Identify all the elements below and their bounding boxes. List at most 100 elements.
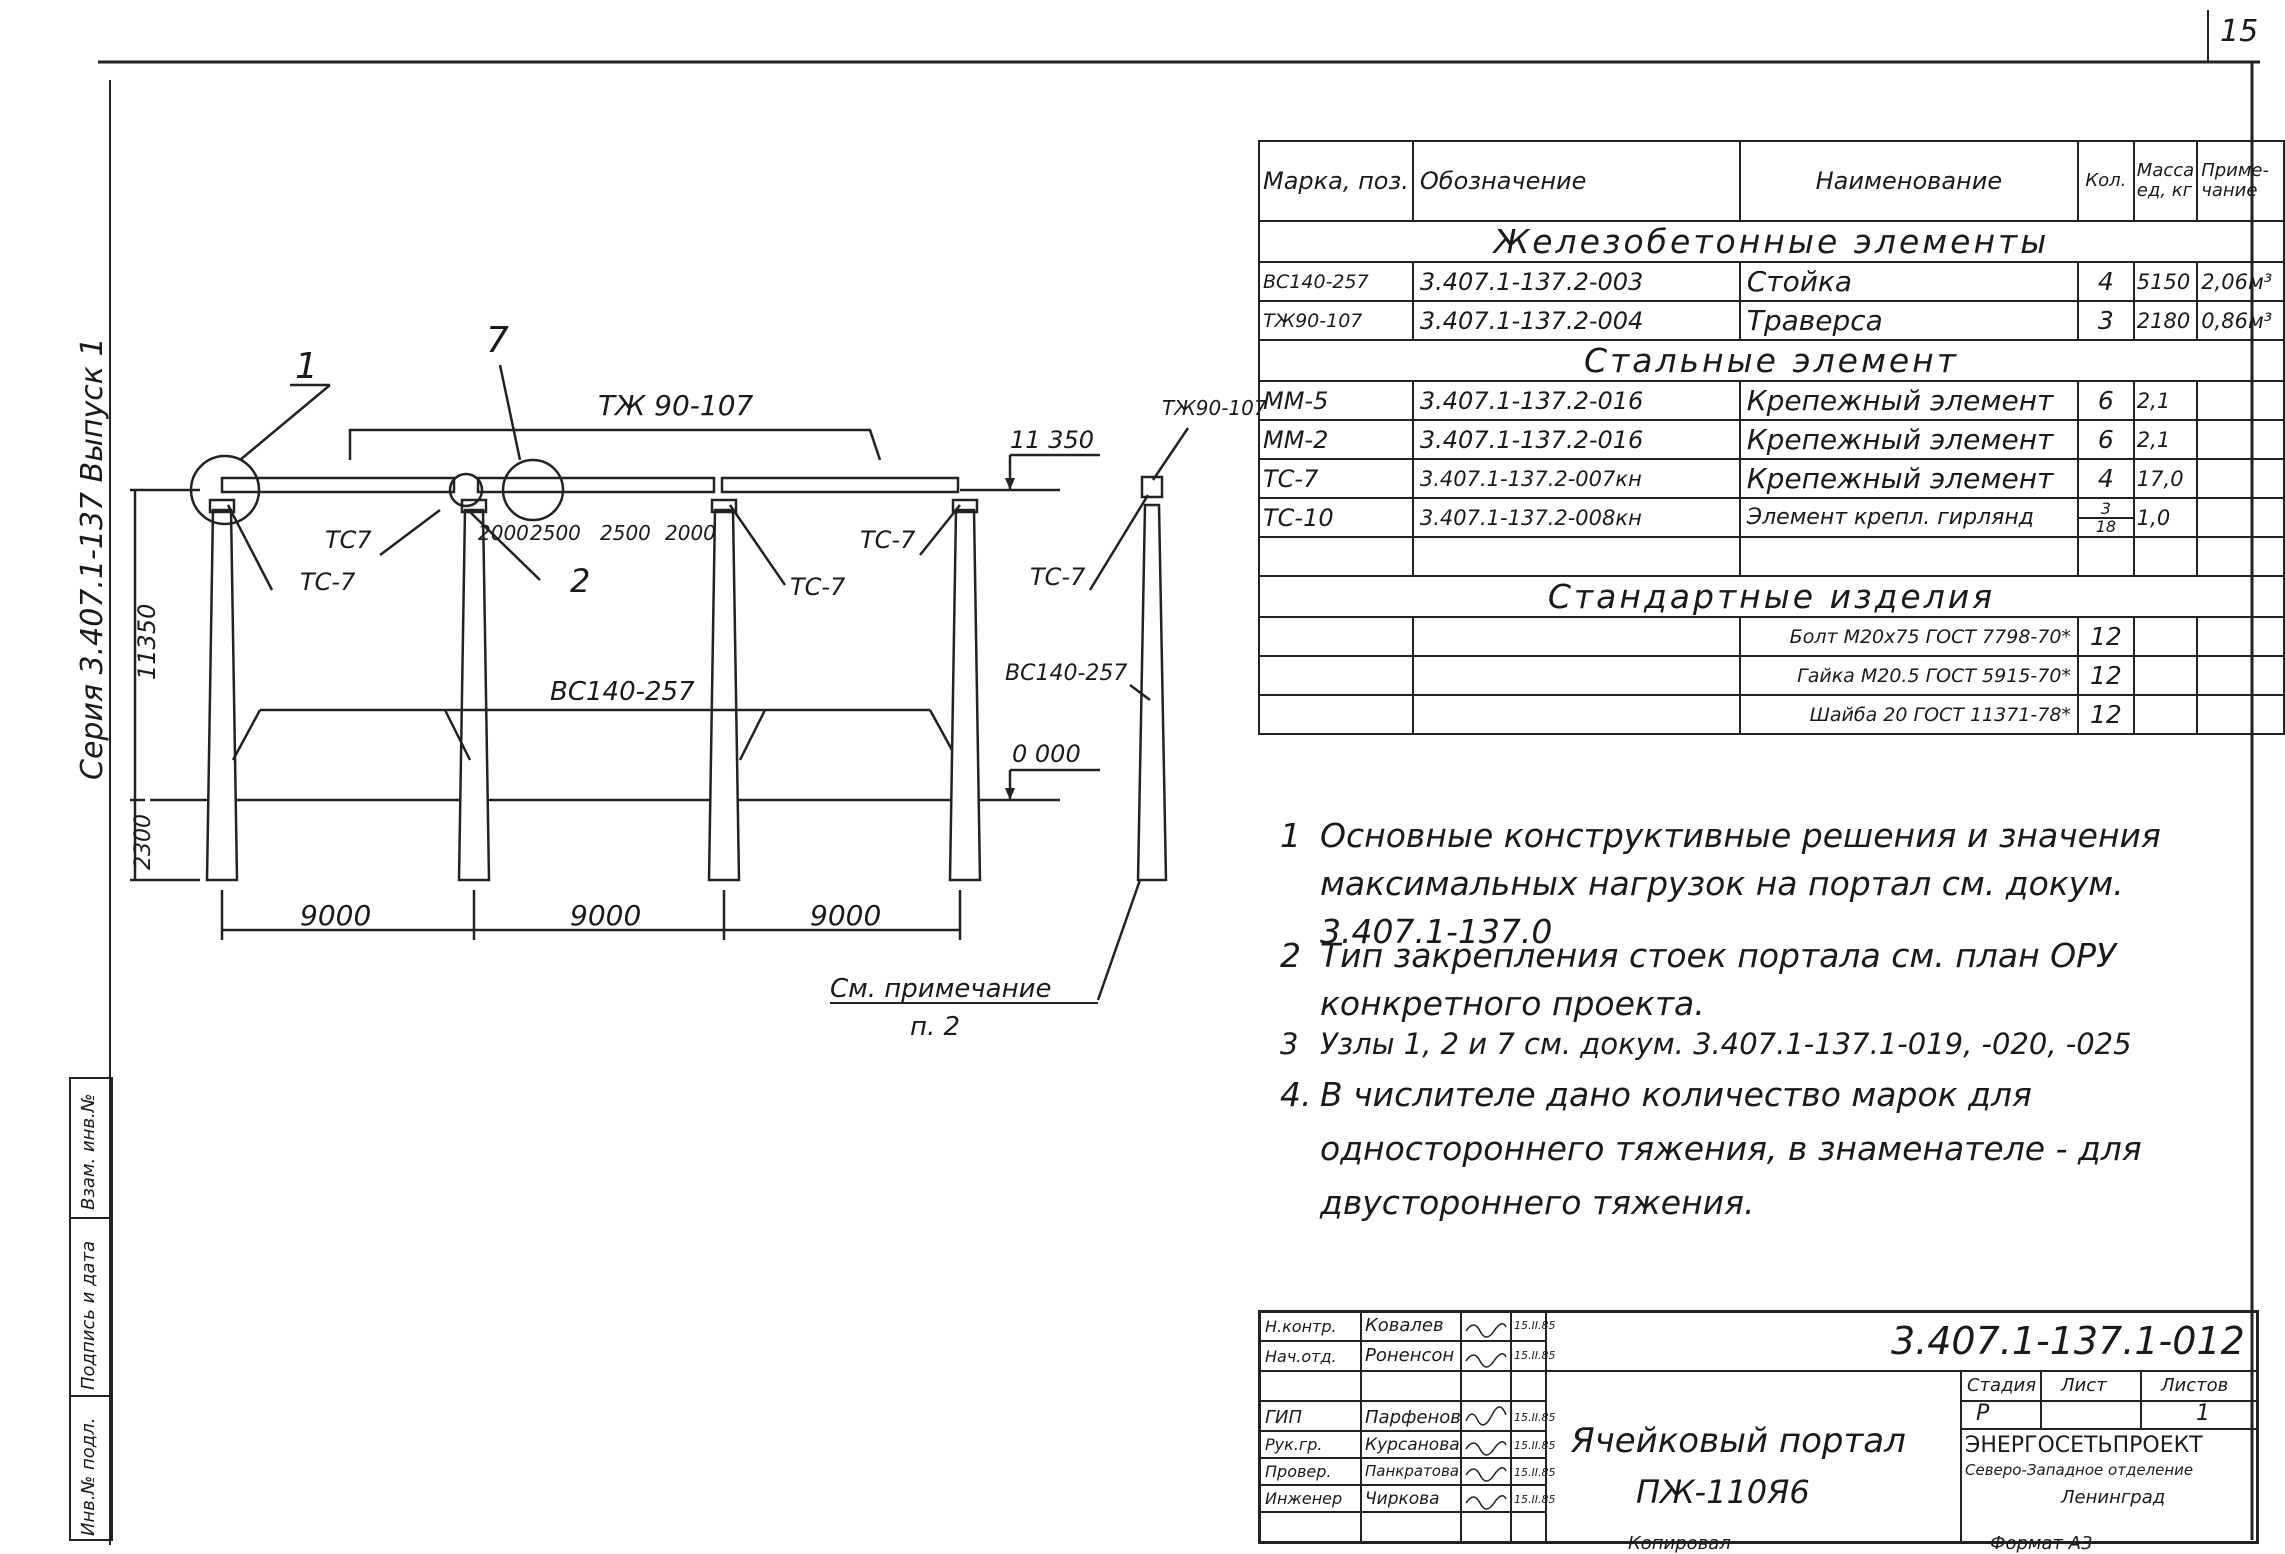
cell-mark: ТС-7 [1258,458,1414,499]
cell-note [2196,419,2285,460]
section-title: Стальные элемент [1258,339,2285,382]
section-row: Стандартные изделия [1258,575,2285,618]
cell-qty: 12 [2076,694,2135,735]
person-role: Рук.гр. [1265,1435,1323,1454]
section-row: Стальные элемент [1258,339,2285,382]
note-text: Тип закрепления стоек портала см. план О… [1320,936,2117,1023]
spec-header-row: Марка, поз. Обозначение Наименование Кол… [1258,140,2285,222]
cell-mass: 2,1 [2132,419,2199,460]
cell-qty-fraction: 3 18 [2076,497,2135,538]
dim-total-height: 11350 [133,604,161,680]
person-date: 15.II.85 [1514,1493,1556,1506]
person-role: Провер. [1265,1462,1332,1481]
traverse [476,476,716,494]
cell-mass: 17,0 [2132,458,2199,499]
sheets-value: 1 [2196,1401,2210,1426]
cell-name: Стойка [1738,261,2079,302]
person-role: Нач.отд. [1265,1347,1337,1366]
table-row: Гайка М20.5 ГОСТ 5915-70* 12 [1258,655,2285,696]
org-line2: Северо-Западное отделение [1965,1461,2194,1479]
label-node-7: 7 [486,320,509,361]
note-number: 1 [1280,816,1301,855]
cell-mark: ММ-5 [1258,380,1414,421]
note-text: В числителе дано количество марок для од… [1320,1075,2142,1222]
node-circle [448,472,484,508]
label-tc7-b: ТС-7 [300,568,356,596]
person-date: 15.II.85 [1514,1466,1556,1479]
cell-mark: ММ-2 [1258,419,1414,460]
stamp-sign-date: Подпись и дата [78,1240,99,1390]
column [205,508,239,882]
note-ref-item: п. 2 [910,1012,960,1042]
note-number: 3 [1280,1027,1299,1061]
table-row: Шайба 20 ГОСТ 11371-78* 12 [1258,694,2285,735]
node-circle [501,458,565,522]
table-row: ТЖ90-107 3.407.1-137.2-004 Траверса 3 21… [1258,300,2285,341]
dim-sub-2: 2500 [530,521,581,545]
sheet-label: Лист [2061,1375,2107,1396]
stage-label: Стадия [1967,1375,2037,1396]
table-row: ММ-5 3.407.1-137.2-016 Крепежный элемент… [1258,380,2285,421]
cell-mark: ТС-10 [1258,497,1414,538]
cell-note [2196,380,2285,421]
cell-name: Шайба 20 ГОСТ 11371-78* [1738,694,2079,735]
stamp-replaces-inv: Взам. инв.№ [78,1093,99,1211]
table-row: ТС-7 3.407.1-137.2-007кн Крепежный элеме… [1258,458,2285,499]
column [707,508,741,882]
hdr-designation: Обозначение [1411,140,1741,222]
table-row: ТС-10 3.407.1-137.2-008кн Элемент крепл.… [1258,497,2285,538]
note-4: 4.В числителе дано количество марок для … [1280,1068,2240,1230]
person-name: Парфенов [1365,1407,1461,1428]
section-row: Железобетонные элементы [1258,220,2285,263]
person-name: Чиркова [1365,1489,1440,1509]
title-block-grid [1261,1313,2256,1541]
dim-sub-4: 2000 [665,521,716,545]
column [948,508,982,882]
org-line1: ЭНЕРГОСЕТЬПРОЕКТ [1965,1433,2203,1458]
cell-qty: 6 [2076,380,2135,421]
label-traverse-side: ТЖ90-107 [1162,396,1267,420]
cell-name: Болт М20х75 ГОСТ 7798-70* [1738,616,2079,657]
cell-mass: 5150 [2132,261,2199,302]
note-number: 4. [1280,1075,1312,1114]
portal-drawing: 1 7 2 ТЖ 90-107 ТЖ90-107 ТС7 ТС-7 ТС-7 Т… [130,320,1267,1042]
person-date: 15.II.85 [1514,1411,1556,1424]
cell-mark: ТЖ90-107 [1258,300,1414,341]
title-line2: ПЖ-110Я6 [1636,1473,1810,1511]
section-title: Стандартные изделия [1258,575,2285,618]
label-column-side: ВС140-257 [1005,661,1127,686]
label-node-2: 2 [570,562,590,600]
label-tc7-c: ТС-7 [860,526,916,554]
table-row: Болт М20х75 ГОСТ 7798-70* 12 [1258,616,2285,657]
table-row [1258,536,2285,577]
label-column: ВС140-257 [550,677,695,707]
cell-name: Крепежный элемент [1738,419,2079,460]
cell-name: Крепежный элемент [1738,380,2079,421]
label-tc7-side: ТС-7 [1030,563,1086,591]
cell-designation: 3.407.1-137.2-007кн [1411,458,1741,499]
cell-designation: 3.407.1-137.2-016 [1411,380,1741,421]
label-tc7-a: ТС7 [325,526,372,554]
cell-note: 0,86м³ [2196,300,2285,341]
signatures [1465,1323,1507,1510]
person-name: Курсанова [1365,1435,1460,1455]
person-date: 15.II.85 [1514,1439,1556,1452]
traverse [220,476,456,494]
person-name: Панкратова [1365,1462,1459,1480]
cell-designation: 3.407.1-137.2-003 [1411,261,1741,302]
traverse-side [1140,475,1164,499]
cell-name: Элемент крепл. гирлянд [1738,497,2079,538]
person-date: 15.II.85 [1514,1319,1556,1332]
cell-note: 2,06м³ [2196,261,2285,302]
hdr-mark: Марка, поз. [1258,140,1414,222]
spec-table: Марка, поз. Обозначение Наименование Кол… [1258,140,2285,735]
cell-note [2196,458,2285,499]
traverse [720,476,960,494]
person-name: Ковалев [1365,1315,1444,1336]
cell-qty: 4 [2076,261,2135,302]
format-label: Формат А3 [1990,1533,2093,1554]
person-name: Роненсон [1365,1345,1455,1366]
